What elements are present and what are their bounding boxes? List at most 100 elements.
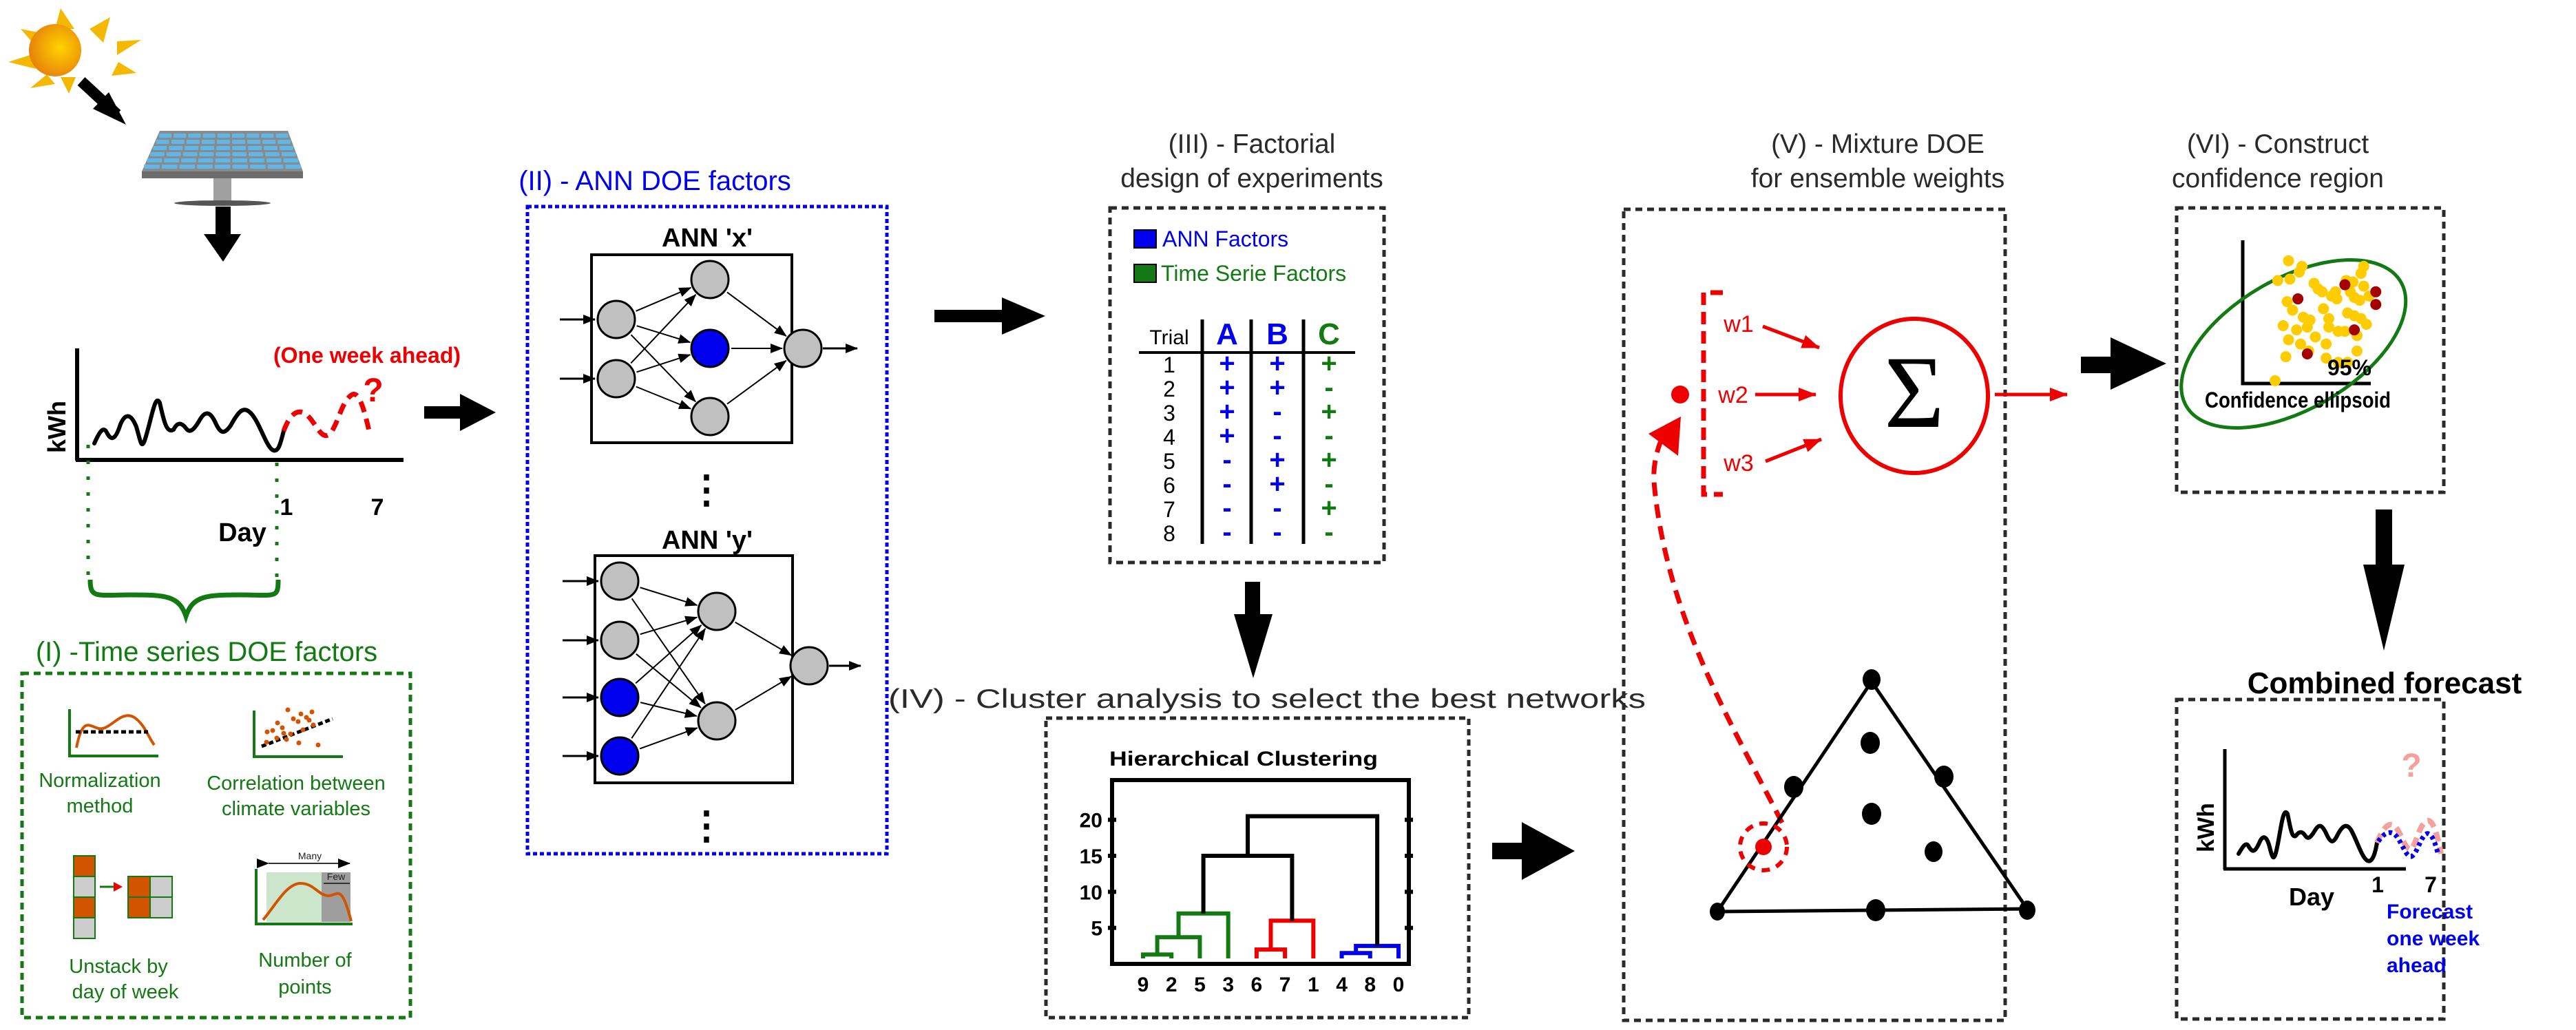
- sun-icon: [8, 8, 141, 94]
- mixture-to-confidence-arrow: [2081, 337, 2166, 390]
- legend-time-serie-factors: Time Serie Factors: [1161, 261, 1346, 286]
- neuron-node: [789, 646, 829, 686]
- correlation-dot: [274, 735, 280, 741]
- confidence-percent: 95%: [2327, 355, 2371, 380]
- combined-box: [2175, 697, 2446, 1021]
- section3-title-line2: design of experiments: [1120, 164, 1383, 193]
- combined-title: Combined forecast: [2248, 666, 2522, 700]
- design-point: [1863, 669, 1881, 690]
- sample-point: [2339, 326, 2351, 337]
- trial-number: 2: [1163, 377, 1175, 401]
- outlier-point: [2370, 299, 2382, 311]
- correlation-icon: [253, 707, 343, 758]
- tick-7: 7: [371, 494, 384, 521]
- correlation-dot: [315, 742, 321, 748]
- panel-cell: [249, 152, 263, 156]
- design-point: [1861, 732, 1880, 754]
- correlation-dot: [291, 716, 296, 722]
- correlation-dot: [275, 720, 280, 726]
- dendrogram-link-green: [1141, 952, 1174, 958]
- factor-level: +: [1321, 445, 1337, 475]
- neuron-node: [596, 299, 636, 339]
- confidence-to-combined-arrow: [2363, 509, 2405, 651]
- network-connection: [631, 628, 706, 739]
- outlier-point: [2349, 324, 2360, 336]
- factor-level: -: [1324, 421, 1333, 451]
- factor-level: -: [1222, 517, 1231, 547]
- factor-level: +: [1321, 397, 1337, 427]
- network-connection: [639, 727, 698, 750]
- neuron-factor-node: [600, 677, 640, 717]
- factor-level: +: [1219, 421, 1235, 451]
- network-connection: [635, 624, 702, 684]
- panel-cell: [249, 158, 264, 162]
- correlation-dot: [300, 727, 306, 733]
- factor-level: +: [1269, 445, 1285, 475]
- dendrogram-frame: [1110, 778, 1411, 966]
- sample-point: [2277, 320, 2289, 331]
- panel-cell: [158, 134, 172, 138]
- leaf-label: 5: [1194, 974, 1206, 996]
- y-tick-label: 15: [1080, 845, 1102, 868]
- panel-cell: [198, 158, 213, 162]
- network-connection: [735, 621, 793, 656]
- neuron-factor-node: [600, 736, 640, 776]
- sample-point: [2301, 322, 2313, 333]
- panel-cell: [232, 158, 248, 162]
- w1-arrow: [1762, 324, 1820, 350]
- ann-ellipsis-1: ⋮: [687, 467, 726, 511]
- design-point: [2019, 901, 2035, 920]
- leaf-label: 0: [1393, 974, 1405, 996]
- dendrogram-link-black: [1246, 814, 1380, 946]
- trial-number: 1: [1163, 353, 1175, 377]
- panel-cell: [264, 146, 278, 150]
- network-connection: [636, 286, 692, 312]
- section5-title-line1: (V) - Mixture DOE: [1771, 129, 1985, 159]
- factor-level: -: [1222, 445, 1231, 475]
- network-connection: [726, 359, 787, 405]
- panel-cell: [275, 134, 289, 138]
- correlation-dot: [295, 719, 301, 724]
- panel-cell: [153, 146, 167, 150]
- y-tick-label: 5: [1091, 918, 1102, 940]
- panel-cell: [199, 152, 214, 156]
- factor-level: -: [1222, 493, 1231, 523]
- w3-arrow: [1765, 437, 1822, 463]
- point-to-weights-dashed-arrow: [1651, 429, 1785, 824]
- correlation-dot: [264, 729, 270, 735]
- factor-level: -: [1324, 469, 1333, 499]
- combined-kwh-label: kWh: [2193, 803, 2219, 852]
- panel-cell: [267, 165, 284, 169]
- section2-box: [525, 204, 889, 856]
- neuron-node: [690, 397, 730, 437]
- sample-point: [2310, 331, 2321, 343]
- selected-point: [1671, 386, 1689, 403]
- unknown-future-dashed: [2374, 818, 2444, 854]
- neuron-node: [697, 701, 737, 741]
- factor-level: -: [1273, 517, 1281, 547]
- table-row: 5-++: [1163, 445, 1337, 475]
- leaf-label: 3: [1222, 974, 1234, 996]
- combined-question-mark: ?: [2401, 748, 2421, 784]
- table-row: 6-+-: [1163, 469, 1334, 499]
- unstack-icon: [73, 855, 173, 939]
- leaf-label: 7: [1279, 974, 1291, 996]
- panel-cell: [144, 165, 160, 169]
- panel-cell: [283, 158, 299, 162]
- correlation-dot: [284, 737, 289, 742]
- sigma-symbol: Σ: [1884, 335, 1944, 450]
- sample-point: [2351, 345, 2363, 357]
- design-point: [1784, 776, 1803, 798]
- section6-title-line1: (VI) - Construct: [2187, 129, 2369, 159]
- confidence-ellipse: [2179, 258, 2408, 430]
- sample-point: [2291, 324, 2303, 336]
- sample-point: [2294, 266, 2305, 278]
- combined-tick-1: 1: [2371, 872, 2384, 897]
- table-row: 2++-: [1163, 372, 1334, 403]
- panel-cell: [264, 152, 280, 156]
- dendrogram-title: Hierarchical Clustering: [1109, 748, 1378, 770]
- panel-cell: [174, 134, 187, 138]
- leaf-label: 1: [1308, 974, 1319, 996]
- factor-normalization-line2: method: [67, 795, 134, 817]
- panel-cell: [247, 140, 261, 144]
